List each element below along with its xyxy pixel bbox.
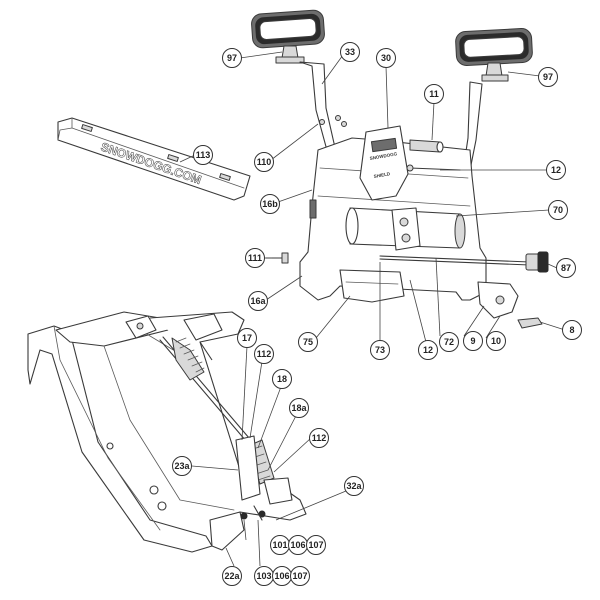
- callout-16a-label: 16a: [250, 296, 266, 306]
- callout-97-right: 97: [538, 67, 558, 87]
- callout-70: 70: [548, 200, 568, 220]
- cross-rod-part: [379, 251, 549, 273]
- callout-72-label: 72: [444, 337, 454, 347]
- callout-11-label: 11: [429, 89, 439, 99]
- callout-12-lower-label: 12: [423, 345, 433, 355]
- callout-70-label: 70: [553, 205, 563, 215]
- callout-113-label: 113: [196, 150, 211, 160]
- callout-8: 8: [562, 320, 582, 340]
- callout-103-label: 103: [256, 571, 271, 581]
- callout-32a: 32a: [344, 476, 364, 496]
- callout-112-upper: 112: [254, 344, 274, 364]
- callout-12-upper: 12: [546, 160, 566, 180]
- callout-16b-label: 16b: [262, 199, 278, 209]
- callout-12-lower: 12: [418, 340, 438, 360]
- callout-18: 18: [272, 369, 292, 389]
- callout-16a: 16a: [248, 291, 268, 311]
- callout-106-upper-label: 106: [290, 540, 305, 550]
- callout-22a-label: 22a: [224, 571, 240, 581]
- callout-30-label: 30: [381, 53, 391, 63]
- callout-8-label: 8: [569, 325, 574, 335]
- callout-18a-label: 18a: [291, 403, 307, 413]
- callout-97-right-label: 97: [543, 72, 553, 82]
- callout-107-upper: 107: [306, 535, 326, 555]
- callout-16b: 16b: [260, 194, 280, 214]
- callout-17: 17: [237, 328, 257, 348]
- leader-lines: [179, 51, 566, 567]
- callout-72: 72: [439, 332, 459, 352]
- callout-101: 101: [270, 535, 290, 555]
- callout-10: 10: [486, 331, 506, 351]
- callout-9: 9: [463, 331, 483, 351]
- callout-111-label: 111: [248, 253, 262, 263]
- callout-106-lower: 106: [272, 566, 292, 586]
- callout-12-upper-label: 12: [551, 165, 561, 175]
- lift-spring-assembly: [125, 313, 293, 521]
- callout-87: 87: [556, 258, 576, 278]
- callout-97-left: 97: [222, 48, 242, 68]
- callout-101-label: 101: [272, 540, 287, 550]
- callout-111: 111: [245, 248, 265, 268]
- left-headlight-part: [251, 9, 325, 64]
- controller-brand-text-top: SNOWDOGG: [369, 151, 398, 161]
- callout-106-upper: 106: [288, 535, 308, 555]
- callout-110: 110: [254, 152, 274, 172]
- callout-107-lower: 107: [290, 566, 310, 586]
- callout-73: 73: [370, 340, 390, 360]
- callout-106-lower-label: 106: [274, 571, 289, 581]
- callout-107-lower-label: 107: [292, 571, 307, 581]
- callout-22a: 22a: [222, 566, 242, 586]
- callout-73-label: 73: [375, 345, 385, 355]
- callout-87-label: 87: [561, 263, 571, 273]
- callout-23a-label: 23a: [174, 461, 190, 471]
- callout-112-lower: 112: [309, 428, 329, 448]
- callout-32a-label: 32a: [346, 481, 362, 491]
- callout-33-label: 33: [345, 47, 355, 57]
- callout-112-upper-label: 112: [257, 349, 272, 359]
- callout-75: 75: [298, 332, 318, 352]
- callout-10-label: 10: [491, 336, 501, 346]
- right-headlight-part: [455, 28, 533, 82]
- callout-107-upper-label: 107: [308, 540, 323, 550]
- callout-110-label: 110: [257, 157, 272, 167]
- callout-11: 11: [424, 84, 444, 104]
- callout-30: 30: [376, 48, 396, 68]
- callout-18a: 18a: [289, 398, 309, 418]
- callout-112-lower-label: 112: [312, 433, 327, 443]
- pin-8-part: [517, 317, 543, 329]
- callout-17-label: 17: [242, 333, 252, 343]
- callout-113: 113: [193, 145, 213, 165]
- upper-mount-frame: SNOWDOGG SHIELD: [299, 61, 519, 319]
- callout-9-label: 9: [470, 336, 475, 346]
- callout-103: 103: [254, 566, 274, 586]
- callout-33: 33: [340, 42, 360, 62]
- callout-23a: 23a: [172, 456, 192, 476]
- callout-18-label: 18: [277, 374, 287, 384]
- callout-97-left-label: 97: [227, 53, 237, 63]
- controller-brand-text-bottom: SHIELD: [373, 171, 391, 179]
- light-bar-part: SNOWDOGG.COM: [57, 117, 251, 201]
- callout-75-label: 75: [303, 337, 313, 347]
